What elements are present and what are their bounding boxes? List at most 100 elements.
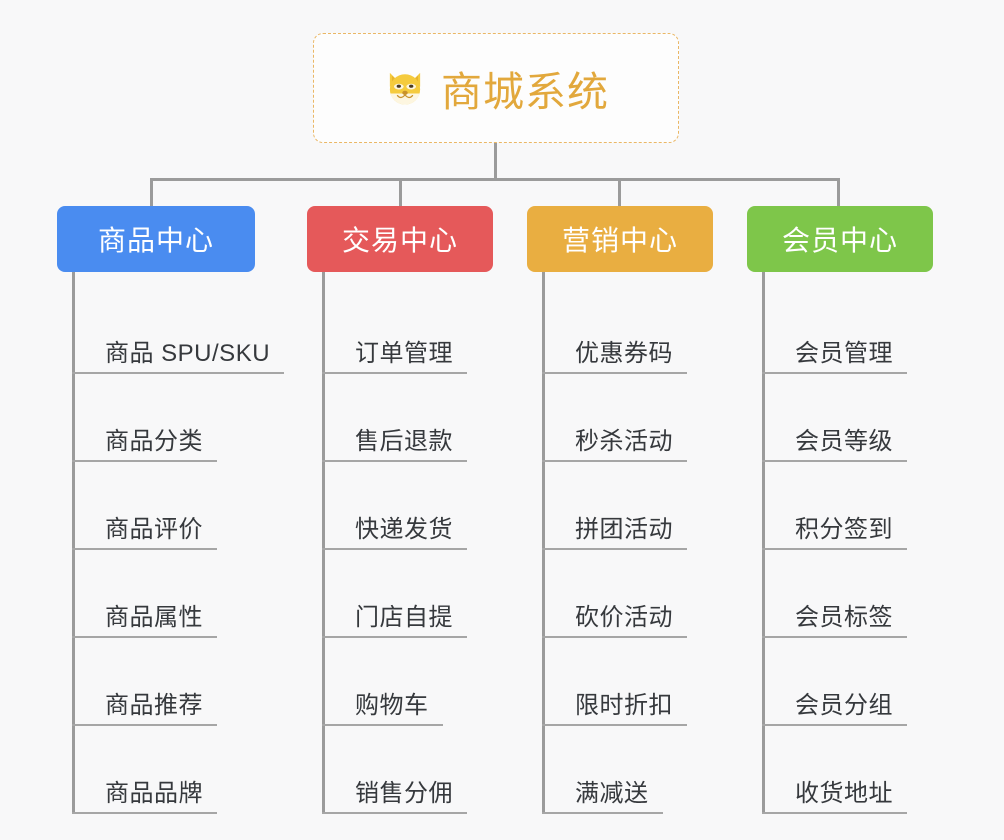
list-item[interactable]: 限时折扣 bbox=[527, 638, 713, 726]
leaf-underline bbox=[542, 548, 687, 550]
leaf-underline bbox=[542, 372, 687, 374]
root-title: 商城系统 bbox=[441, 69, 609, 115]
leaf-label: 会员等级 bbox=[795, 428, 893, 456]
leaf-underline bbox=[72, 724, 217, 726]
connector-drop-2 bbox=[618, 178, 621, 208]
leaf-label: 售后退款 bbox=[355, 428, 453, 456]
list-item[interactable]: 快递发货 bbox=[307, 462, 493, 550]
leaf-label: 商品 SPU/SKU bbox=[105, 340, 271, 368]
leaf-list-product: 商品 SPU/SKU 商品分类 商品评价 商品属性 商品推荐 商品品牌 bbox=[57, 272, 284, 814]
list-item[interactable]: 会员分组 bbox=[747, 638, 933, 726]
list-item[interactable]: 商品品牌 bbox=[57, 726, 255, 814]
leaf-label: 限时折扣 bbox=[575, 692, 673, 720]
leaf-underline bbox=[322, 372, 467, 374]
trunk-line-marketing bbox=[542, 272, 545, 814]
category-header-marketing[interactable]: 营销中心 bbox=[527, 206, 713, 272]
connector-drop-3 bbox=[837, 178, 840, 208]
leaf-underline bbox=[72, 636, 217, 638]
list-item[interactable]: 拼团活动 bbox=[527, 462, 713, 550]
trunk-line-trade bbox=[322, 272, 325, 814]
list-item[interactable]: 商品评价 bbox=[57, 462, 255, 550]
leaf-underline bbox=[72, 812, 217, 814]
category-column-member: 会员中心 会员管理 会员等级 积分签到 会员标签 会员分组 bbox=[747, 206, 933, 814]
leaf-label: 满减送 bbox=[575, 780, 649, 808]
list-item[interactable]: 商品属性 bbox=[57, 550, 255, 638]
category-header-label: 商品中心 bbox=[97, 225, 214, 256]
list-item[interactable]: 商品 SPU/SKU bbox=[57, 286, 284, 374]
connector-horizontal-bus bbox=[150, 178, 840, 181]
leaf-label: 优惠券码 bbox=[575, 340, 673, 368]
leaf-label: 商品属性 bbox=[105, 604, 203, 632]
connector-drop-0 bbox=[150, 178, 153, 208]
leaf-label: 砍价活动 bbox=[575, 604, 673, 632]
leaf-label: 商品推荐 bbox=[105, 692, 203, 720]
leaf-underline bbox=[762, 724, 907, 726]
category-header-trade[interactable]: 交易中心 bbox=[307, 206, 493, 272]
category-header-label: 交易中心 bbox=[341, 225, 458, 256]
list-item[interactable]: 会员管理 bbox=[747, 286, 933, 374]
list-item[interactable]: 积分签到 bbox=[747, 462, 933, 550]
leaf-label: 销售分佣 bbox=[355, 780, 453, 808]
category-column-marketing: 营销中心 优惠券码 秒杀活动 拼团活动 砍价活动 限时折扣 bbox=[527, 206, 713, 814]
leaf-underline bbox=[322, 812, 467, 814]
leaf-label: 积分签到 bbox=[795, 516, 893, 544]
leaf-underline bbox=[322, 548, 467, 550]
leaf-label: 会员分组 bbox=[795, 692, 893, 720]
shiba-dog-face-icon bbox=[383, 66, 427, 110]
list-item[interactable]: 满减送 bbox=[527, 726, 713, 814]
list-item[interactable]: 优惠券码 bbox=[527, 286, 713, 374]
leaf-underline bbox=[762, 460, 907, 462]
list-item[interactable]: 会员等级 bbox=[747, 374, 933, 462]
connector-root-stem bbox=[494, 143, 497, 180]
leaf-list-marketing: 优惠券码 秒杀活动 拼团活动 砍价活动 限时折扣 满减送 bbox=[527, 272, 713, 814]
connector-drop-1 bbox=[399, 178, 402, 208]
leaf-label: 商品分类 bbox=[105, 428, 203, 456]
leaf-underline bbox=[322, 636, 467, 638]
list-item[interactable]: 砍价活动 bbox=[527, 550, 713, 638]
leaf-label: 商品评价 bbox=[105, 516, 203, 544]
leaf-label: 拼团活动 bbox=[575, 516, 673, 544]
list-item[interactable]: 门店自提 bbox=[307, 550, 493, 638]
list-item[interactable]: 会员标签 bbox=[747, 550, 933, 638]
category-header-label: 会员中心 bbox=[781, 225, 898, 256]
leaf-underline bbox=[542, 636, 687, 638]
leaf-label: 购物车 bbox=[355, 692, 429, 720]
leaf-label: 会员管理 bbox=[795, 340, 893, 368]
leaf-underline bbox=[322, 460, 467, 462]
list-item[interactable]: 商品分类 bbox=[57, 374, 255, 462]
leaf-underline bbox=[542, 724, 687, 726]
category-header-product[interactable]: 商品中心 bbox=[57, 206, 255, 272]
leaf-underline bbox=[542, 460, 687, 462]
leaf-label: 商品品牌 bbox=[105, 780, 203, 808]
leaf-underline bbox=[72, 460, 217, 462]
leaf-list-trade: 订单管理 售后退款 快递发货 门店自提 购物车 销售分佣 bbox=[307, 272, 493, 814]
list-item[interactable]: 收货地址 bbox=[747, 726, 933, 814]
leaf-label: 快递发货 bbox=[355, 516, 453, 544]
leaf-label: 秒杀活动 bbox=[575, 428, 673, 456]
leaf-underline bbox=[762, 548, 907, 550]
leaf-underline bbox=[762, 636, 907, 638]
list-item[interactable]: 销售分佣 bbox=[307, 726, 493, 814]
category-header-member[interactable]: 会员中心 bbox=[747, 206, 933, 272]
leaf-list-member: 会员管理 会员等级 积分签到 会员标签 会员分组 收货地址 bbox=[747, 272, 933, 814]
leaf-underline bbox=[542, 812, 663, 814]
leaf-underline bbox=[762, 372, 907, 374]
leaf-label: 订单管理 bbox=[355, 340, 453, 368]
category-column-trade: 交易中心 订单管理 售后退款 快递发货 门店自提 购物车 bbox=[307, 206, 493, 814]
list-item[interactable]: 订单管理 bbox=[307, 286, 493, 374]
list-item[interactable]: 商品推荐 bbox=[57, 638, 255, 726]
trunk-line-product bbox=[72, 272, 75, 814]
list-item[interactable]: 购物车 bbox=[307, 638, 493, 726]
root-node[interactable]: 商城系统 bbox=[313, 33, 679, 143]
list-item[interactable]: 秒杀活动 bbox=[527, 374, 713, 462]
trunk-line-member bbox=[762, 272, 765, 814]
leaf-label: 收货地址 bbox=[795, 780, 893, 808]
leaf-underline bbox=[72, 548, 217, 550]
leaf-underline bbox=[72, 372, 284, 374]
category-column-product: 商品中心 商品 SPU/SKU 商品分类 商品评价 商品属性 商品推荐 bbox=[57, 206, 284, 814]
leaf-underline bbox=[322, 724, 443, 726]
leaf-underline bbox=[762, 812, 907, 814]
list-item[interactable]: 售后退款 bbox=[307, 374, 493, 462]
category-header-label: 营销中心 bbox=[561, 225, 678, 256]
